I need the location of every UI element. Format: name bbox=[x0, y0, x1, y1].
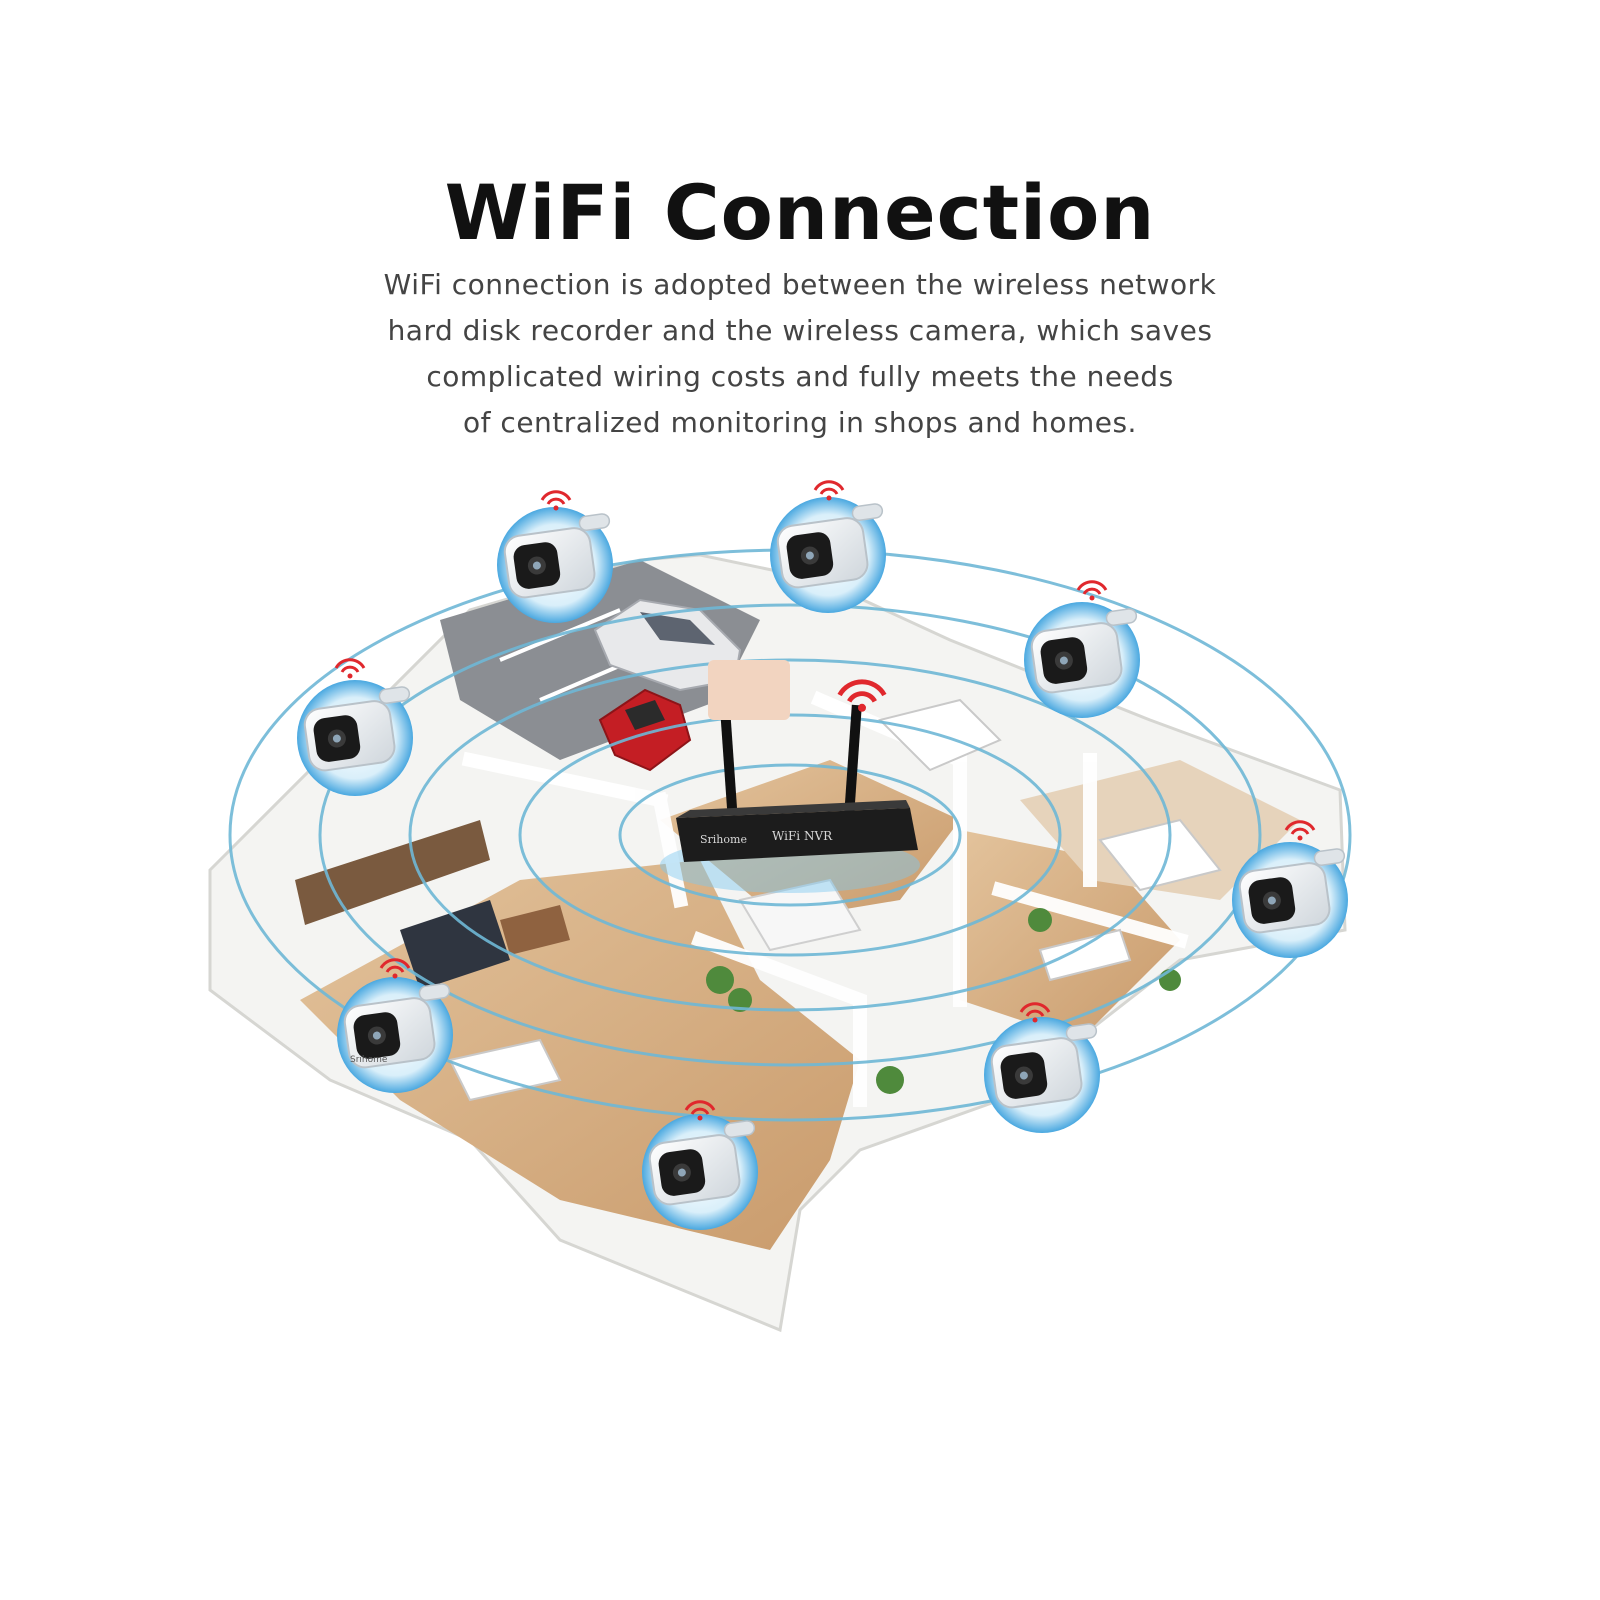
wifi-nvr: Srihome WiFi NVR bbox=[660, 682, 920, 893]
nvr-brand: Srihome bbox=[700, 833, 747, 846]
camera-icon bbox=[1023, 601, 1147, 719]
camera-icon bbox=[769, 496, 893, 614]
description-line-4: of centralized monitoring in shops and h… bbox=[463, 406, 1137, 439]
camera-brand: Srihome bbox=[350, 1055, 388, 1065]
wifi-signal-icon bbox=[334, 658, 366, 680]
red-car bbox=[598, 688, 692, 772]
page-title: WiFi Connection bbox=[444, 168, 1156, 257]
antenna-icon bbox=[720, 704, 862, 816]
nvr-model: WiFi NVR bbox=[772, 829, 833, 843]
camera-icon bbox=[1231, 841, 1355, 959]
blurred-patch bbox=[708, 660, 790, 720]
camera-icon bbox=[983, 1016, 1107, 1134]
description-line-3: complicated wiring costs and fully meets… bbox=[426, 360, 1174, 393]
description-line-1: WiFi connection is adopted between the w… bbox=[383, 268, 1217, 301]
description: WiFi connection is adopted between the w… bbox=[300, 262, 1300, 446]
description-line-2: hard disk recorder and the wireless came… bbox=[387, 314, 1213, 347]
